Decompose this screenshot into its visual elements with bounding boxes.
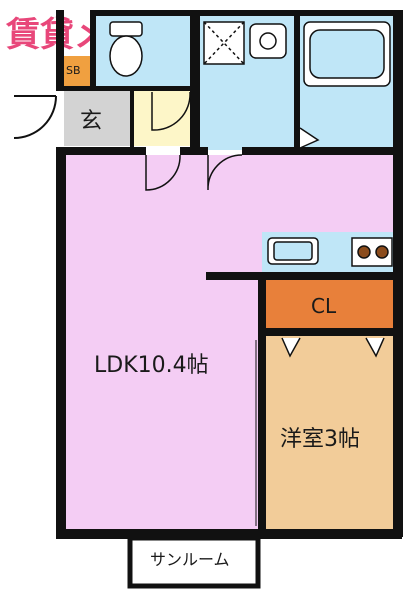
washroom-fixtures [203,21,287,65]
toilet [109,21,143,77]
shoe-box-label: SB [66,64,81,77]
entrance-label: 玄 [80,109,102,134]
hall-floor [130,90,196,146]
closet-fill [264,280,394,328]
ldk-label: LDK10.4帖 [94,353,209,378]
sunroom-label: サンルーム [150,550,230,569]
sliding-door [255,340,263,526]
bathtub [299,21,391,149]
shoe-box [64,56,92,86]
sunroom [127,535,261,589]
windows [140,531,390,537]
kitchen-fixtures [267,237,393,267]
entrance-floor [64,90,130,146]
closet-label: CL [311,294,337,318]
entrance-door-arc [13,95,57,139]
western-room-floor [264,336,394,529]
western-room-label: 洋室3帖 [280,427,360,452]
door-arcs [145,91,243,191]
closet-doors [281,337,385,358]
